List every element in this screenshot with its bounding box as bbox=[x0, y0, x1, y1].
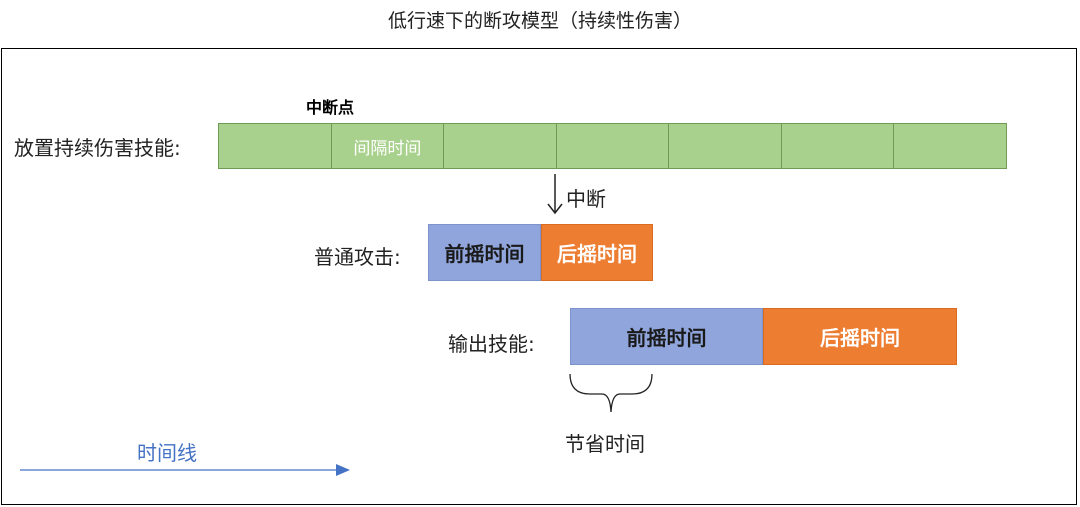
saved-time-label: 节省时间 bbox=[565, 432, 645, 456]
output-skill-backswing: 后摇时间 bbox=[763, 308, 957, 365]
normal-attack-backswing: 后摇时间 bbox=[541, 224, 653, 281]
timeline-arrow-icon bbox=[20, 464, 350, 476]
interrupt-point-label: 中断点 bbox=[306, 98, 355, 117]
diagram-title: 低行速下的断攻模型（持续性伤害） bbox=[387, 10, 692, 32]
cast-bar-cell bbox=[893, 124, 1007, 168]
cast-bar-cell bbox=[443, 124, 556, 168]
interrupt-label: 中断 bbox=[566, 187, 606, 211]
cast-skill-bar: 间隔时间 bbox=[218, 123, 1007, 169]
timeline-label: 时间线 bbox=[137, 441, 197, 465]
output-skill-label: 输出技能: bbox=[448, 332, 535, 356]
output-skill-foreswing: 前摇时间 bbox=[570, 308, 763, 365]
normal-attack-label: 普通攻击: bbox=[314, 245, 401, 269]
cast-skill-label: 放置持续伤害技能: bbox=[14, 136, 181, 160]
diagram-frame bbox=[1, 48, 1077, 505]
interrupt-arrow-icon bbox=[547, 174, 563, 215]
cast-bar-cell bbox=[668, 124, 781, 168]
normal-attack-foreswing: 前摇时间 bbox=[428, 224, 541, 281]
cast-bar-cell bbox=[780, 124, 894, 168]
cast-bar-cell bbox=[555, 124, 669, 168]
cast-bar-cell bbox=[219, 124, 331, 168]
cast-bar-cell-interval: 间隔时间 bbox=[330, 124, 444, 168]
saved-time-brace-icon bbox=[569, 373, 653, 413]
